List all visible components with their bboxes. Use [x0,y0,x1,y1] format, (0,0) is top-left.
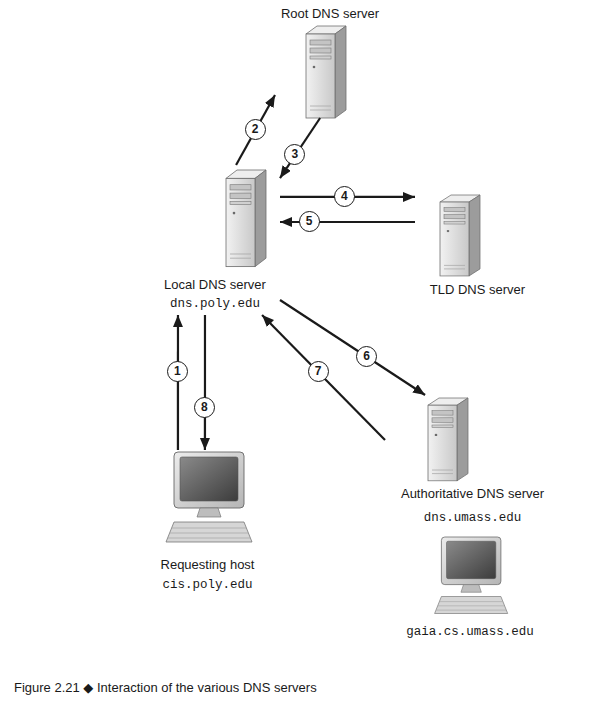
dns-server: TLD DNS server [415,192,540,300]
query-arrow [280,300,425,395]
node-label: Authoritative DNS server [361,486,584,502]
query-arrow [262,315,385,440]
node-label: Requesting host [116,557,299,573]
step-number: 7 [308,361,329,382]
query-arrow [177,315,179,450]
step-number: 1 [167,361,188,382]
node-label: Local DNS server [126,277,304,293]
host-computer: Requesting hostcis.poly.edu [140,450,275,595]
authoritative-server-icon [428,398,468,481]
query-arrow [280,118,320,178]
tld-server-icon [440,195,480,276]
local-server-icon [226,170,266,267]
step-number: 4 [334,186,355,207]
step-number: 6 [356,346,377,367]
step-number: 3 [284,144,305,165]
hostname-label: dns.umass.edu [361,510,584,526]
hostname-label: cis.poly.edu [116,577,299,593]
step-number: 8 [194,397,215,418]
root-server-icon [306,26,346,118]
gaia-computer-icon [435,537,508,614]
dns-server: Local DNS serverdns.poly.edu [150,165,280,315]
query-arrow [236,95,275,165]
hostname-label: dns.poly.edu [126,296,304,312]
dns-server: Authoritative DNS serverdns.umass.edu [385,395,560,530]
query-arrow [204,315,206,450]
host-computer: gaia.cs.umass.edu [405,535,535,640]
dns-server: Root DNS server [275,6,385,118]
step-number: 2 [245,119,266,140]
step-number: 5 [299,211,320,232]
host-computer-icon [166,452,252,542]
node-label: Root DNS server [251,6,409,22]
hostname-label: gaia.cs.umass.edu [381,624,559,640]
figure-caption: Figure 2.21 ◆ Interaction of the various… [14,680,317,695]
node-label: TLD DNS server [391,282,564,298]
